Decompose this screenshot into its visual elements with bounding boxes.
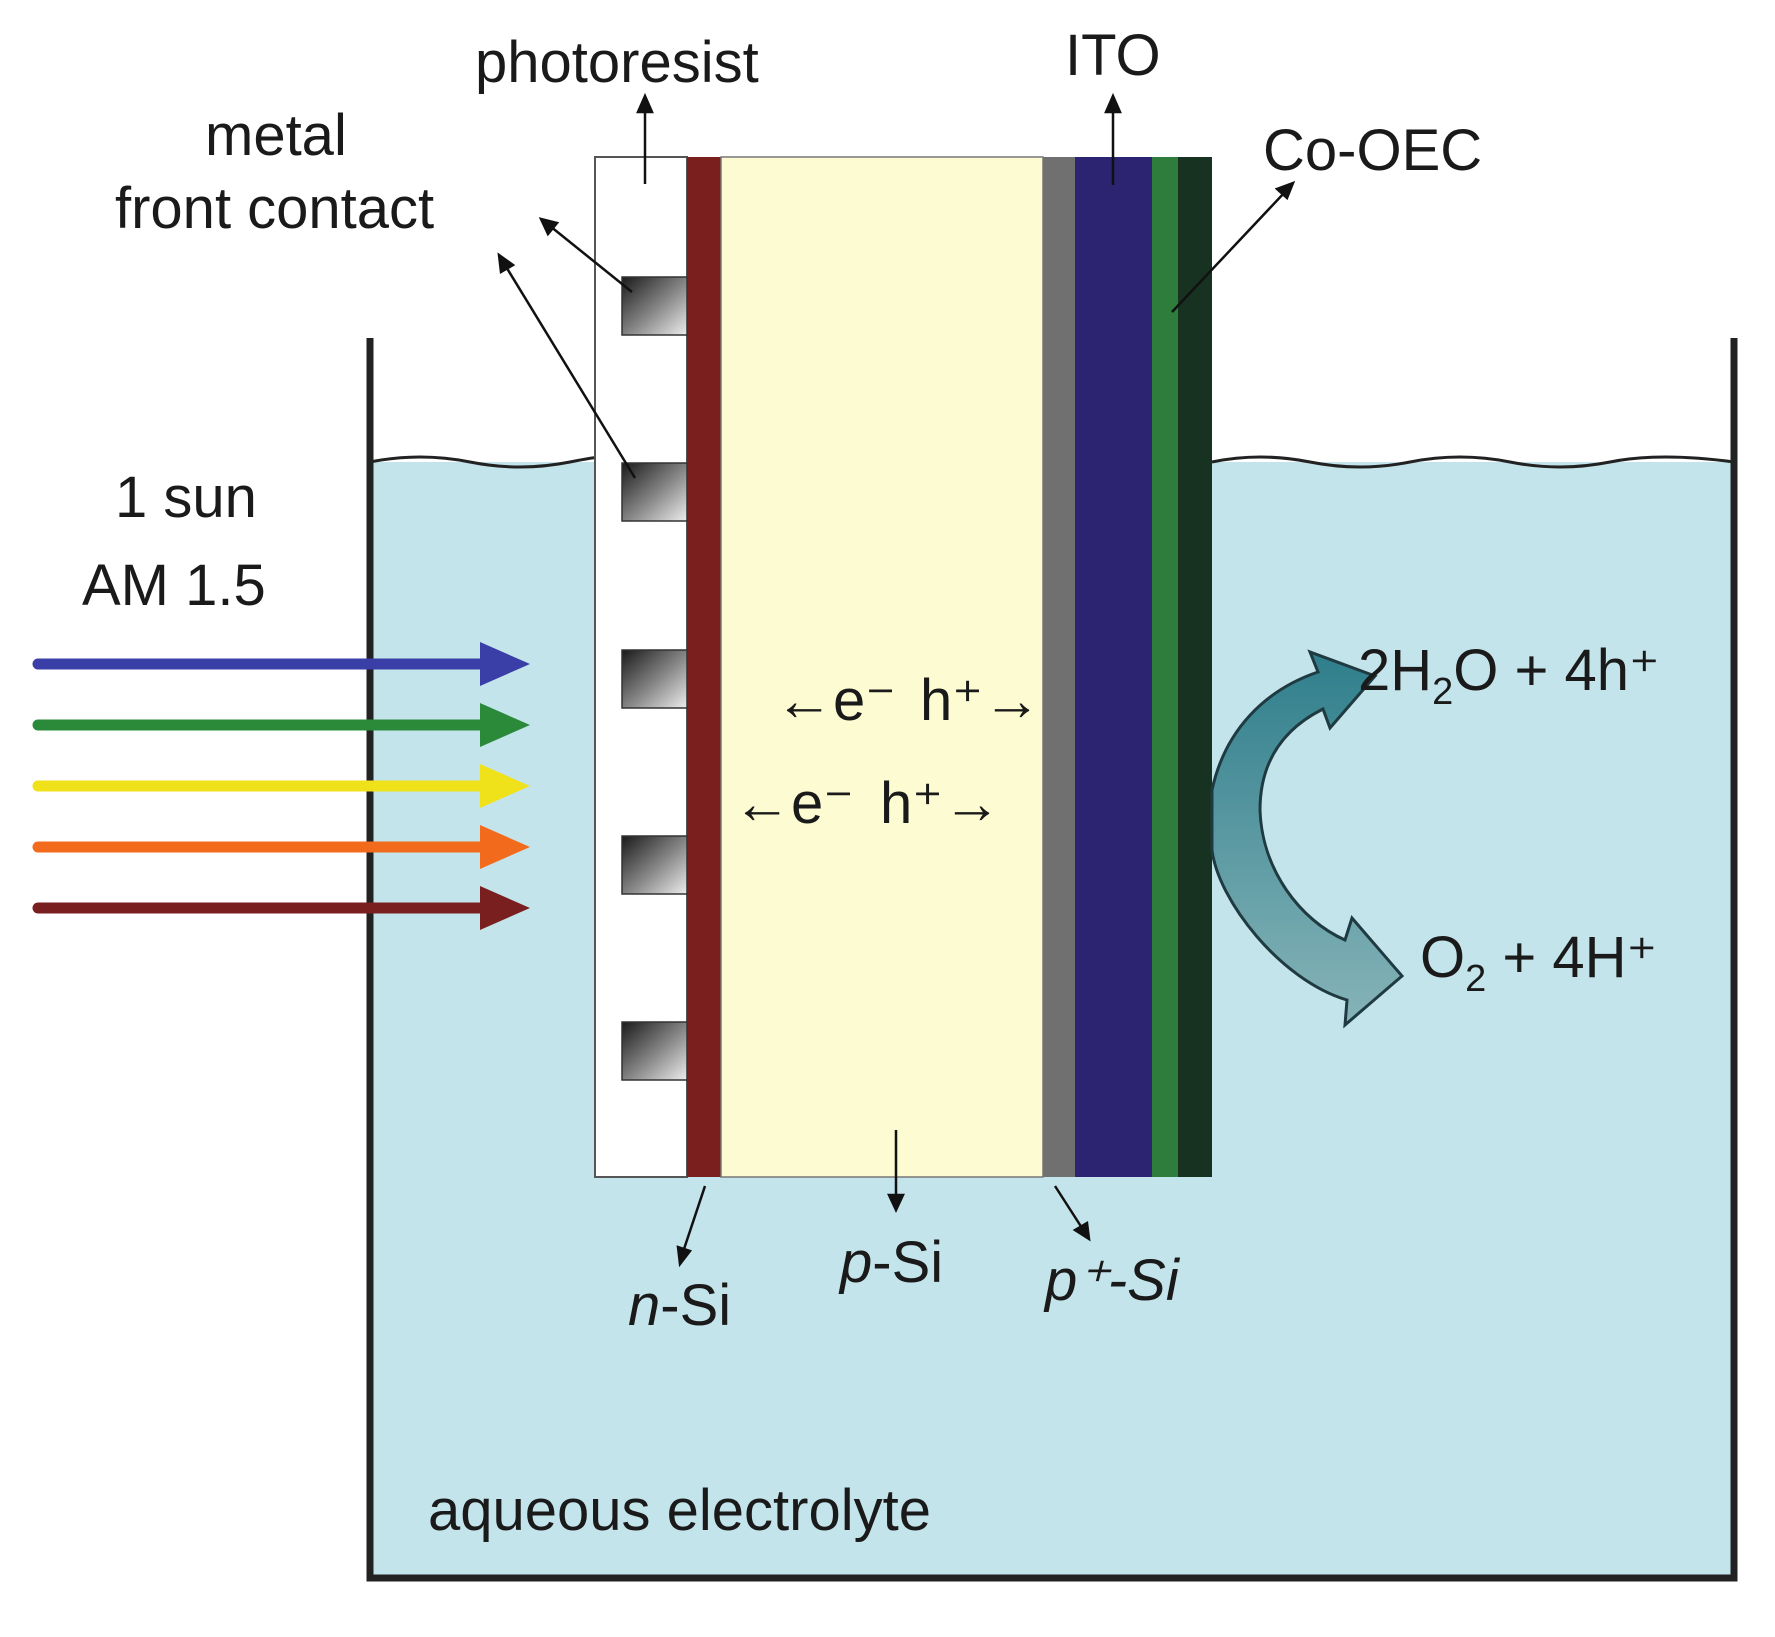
co-oec-dark-layer (1178, 157, 1212, 1177)
carrier-upper-hole: h⁺→ (920, 668, 1041, 733)
electrolyte-label: aqueous electrolyte (428, 1478, 931, 1543)
metal-contact (621, 1021, 688, 1081)
ray-violet-head (480, 642, 530, 686)
ray-green-head (480, 703, 530, 747)
metal-contact (621, 835, 688, 895)
water-oxidation-reactant: 2H2O + 4h⁺ (1358, 638, 1660, 713)
p-si-layer (720, 156, 1044, 1178)
carrier-upper-electron: ←e⁻ (775, 668, 896, 733)
metal-contact (621, 649, 688, 709)
metal-contact (621, 276, 688, 336)
light-rays (32, 642, 530, 930)
p-si-label: p-Si (838, 1230, 943, 1295)
carrier-lower-electron: ←e⁻ (733, 771, 854, 836)
ray-yellow-head (480, 764, 530, 808)
carrier-lower-hole: h⁺→ (880, 771, 1001, 836)
co-oec-label: Co-OEC (1263, 118, 1482, 183)
ito-layer (1075, 157, 1152, 1177)
ray-darkred-head (480, 886, 530, 930)
sun-label-line2: AM 1.5 (82, 553, 266, 618)
leader-arrows (497, 92, 1296, 1268)
metal-label-line2: front contact (115, 176, 434, 241)
reaction-arrow (1210, 649, 1405, 1029)
pp-si-layer (1043, 157, 1075, 1177)
oxygen-product: O2 + 4H⁺ (1420, 925, 1657, 1000)
ito-label: ITO (1065, 23, 1161, 88)
n-si-layer (687, 157, 721, 1177)
n-si-label: n-Si (628, 1273, 731, 1338)
pp-si-label: p⁺-Si (1043, 1248, 1181, 1313)
liquid-surface (1211, 455, 1735, 469)
photoresist-label: photoresist (475, 30, 759, 95)
ray-orange-head (480, 825, 530, 869)
metal-label-line1: metal (205, 103, 347, 168)
beaker (366, 338, 1738, 1582)
co-oec-layer (1152, 157, 1178, 1177)
sun-label-line1: 1 sun (115, 465, 257, 530)
